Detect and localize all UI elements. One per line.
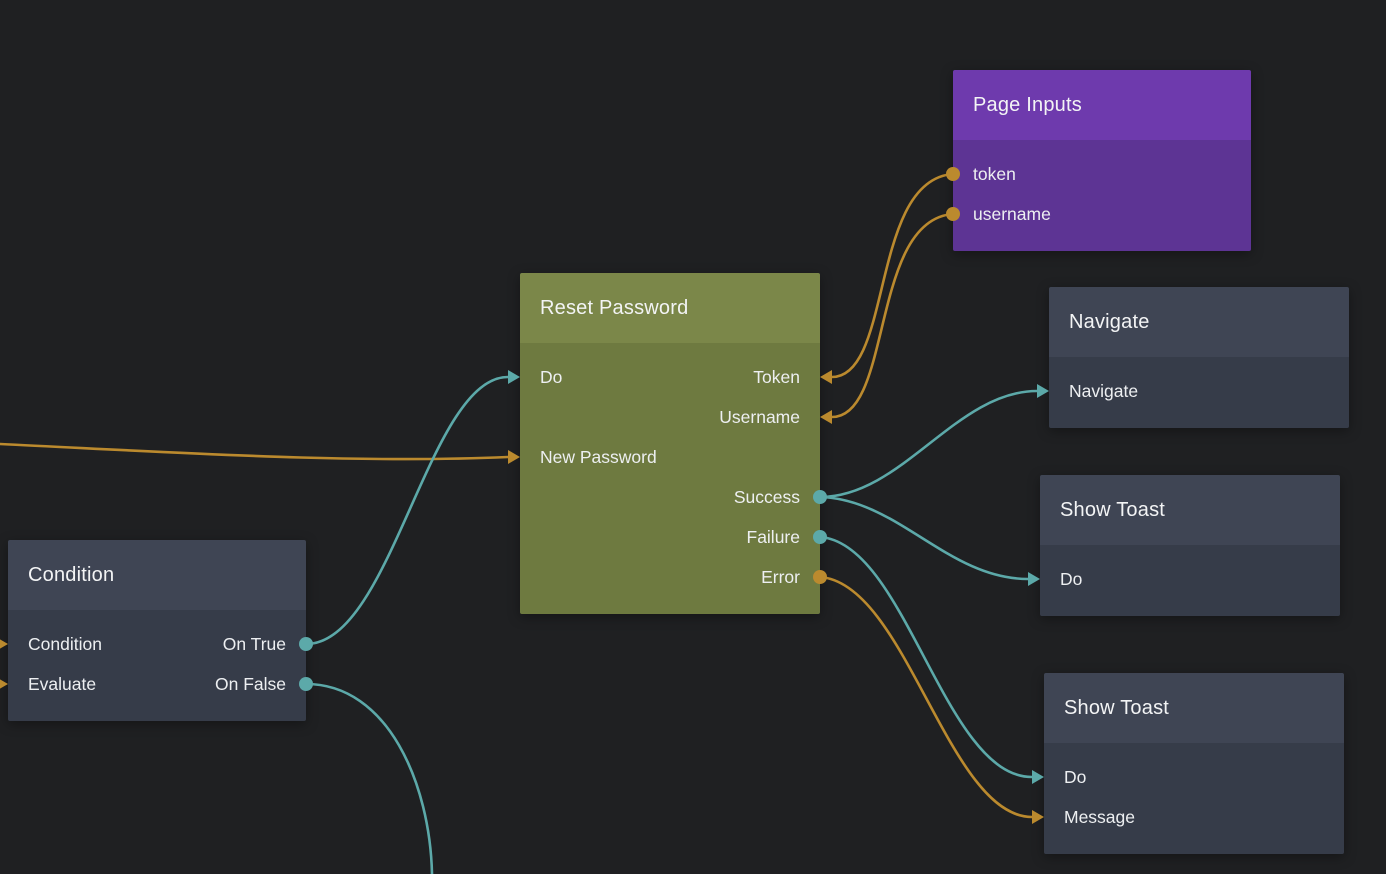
input-port-message[interactable] <box>1032 810 1044 824</box>
edge-error-to-show-toast-message[interactable] <box>818 575 1034 819</box>
port-label-error: Error <box>761 566 800 587</box>
port-row: token <box>946 154 1251 194</box>
port-label-do: Do <box>540 366 563 387</box>
port-label-username: username <box>973 203 1051 224</box>
port-row: Evaluate On False <box>0 664 313 704</box>
edge-offscreen-to-new-password[interactable] <box>0 442 510 461</box>
output-port-on-false[interactable] <box>299 677 313 691</box>
node-navigate-title: Navigate <box>1049 287 1349 357</box>
port-row: Success <box>520 477 827 517</box>
edge-on-false-to-offscreen[interactable] <box>304 682 434 874</box>
edge-success-to-show-toast-do[interactable] <box>818 495 1030 581</box>
node-page-inputs[interactable]: Page Inputs token username <box>946 70 1251 251</box>
node-page-inputs-title: Page Inputs <box>953 70 1251 140</box>
port-row: Do Token <box>508 357 832 397</box>
node-show-toast-bottom[interactable]: Show Toast Do Message <box>1032 673 1344 854</box>
port-row: Message <box>1032 797 1344 837</box>
output-port-failure[interactable] <box>813 530 827 544</box>
edge-success-to-navigate[interactable] <box>818 389 1039 499</box>
input-port-condition[interactable] <box>0 637 8 651</box>
port-row: Condition On True <box>0 624 313 664</box>
output-port-error[interactable] <box>813 570 827 584</box>
output-port-on-true[interactable] <box>299 637 313 651</box>
port-label-navigate: Navigate <box>1069 380 1139 401</box>
port-label-condition: Condition <box>28 633 102 654</box>
port-label-token: Token <box>753 366 800 387</box>
input-port-username[interactable] <box>820 410 832 424</box>
output-port-username[interactable] <box>946 207 960 221</box>
port-label-failure: Failure <box>746 526 801 547</box>
node-show-toast-bottom-title: Show Toast <box>1044 673 1344 743</box>
port-row: Error <box>520 557 827 597</box>
port-label-evaluate: Evaluate <box>28 673 97 694</box>
port-row: Do <box>1028 559 1340 599</box>
port-label-success: Success <box>733 486 800 507</box>
port-row: Failure <box>520 517 827 557</box>
port-row: Username <box>520 397 832 437</box>
port-label-do: Do <box>1060 568 1083 589</box>
port-label-on-true: On True <box>222 633 286 654</box>
input-port-evaluate[interactable] <box>0 677 8 691</box>
port-label-username: Username <box>719 406 800 427</box>
edge-on-true-to-do[interactable] <box>304 375 510 646</box>
input-port-do[interactable] <box>1028 572 1040 586</box>
node-reset-password[interactable]: Reset Password Do Token Username New Pas… <box>508 273 832 614</box>
input-port-do[interactable] <box>508 370 520 384</box>
node-show-toast-top[interactable]: Show Toast Do <box>1028 475 1340 616</box>
port-row: Do <box>1032 757 1344 797</box>
port-label-on-false: On False <box>215 673 286 694</box>
input-port-do[interactable] <box>1032 770 1044 784</box>
port-label-token: token <box>973 163 1016 184</box>
output-port-success[interactable] <box>813 490 827 504</box>
port-row: Navigate <box>1037 371 1349 411</box>
node-condition[interactable]: Condition Condition On True Evaluate On … <box>0 540 313 721</box>
port-row: New Password <box>508 437 820 477</box>
edge-username-to-username[interactable] <box>830 212 955 419</box>
port-label-message: Message <box>1064 806 1136 827</box>
output-port-token[interactable] <box>946 167 960 181</box>
edge-failure-to-show-toast-do[interactable] <box>818 535 1034 779</box>
input-port-new-password[interactable] <box>508 450 520 464</box>
input-port-navigate[interactable] <box>1037 384 1049 398</box>
node-navigate[interactable]: Navigate Navigate <box>1037 287 1349 428</box>
port-label-do: Do <box>1064 766 1087 787</box>
node-reset-password-title: Reset Password <box>520 273 820 343</box>
node-show-toast-top-title: Show Toast <box>1040 475 1340 545</box>
port-label-new-password: New Password <box>540 446 657 467</box>
port-row: username <box>946 194 1251 234</box>
node-condition-title: Condition <box>8 540 306 610</box>
edge-token-to-token[interactable] <box>830 172 955 379</box>
input-port-token[interactable] <box>820 370 832 384</box>
